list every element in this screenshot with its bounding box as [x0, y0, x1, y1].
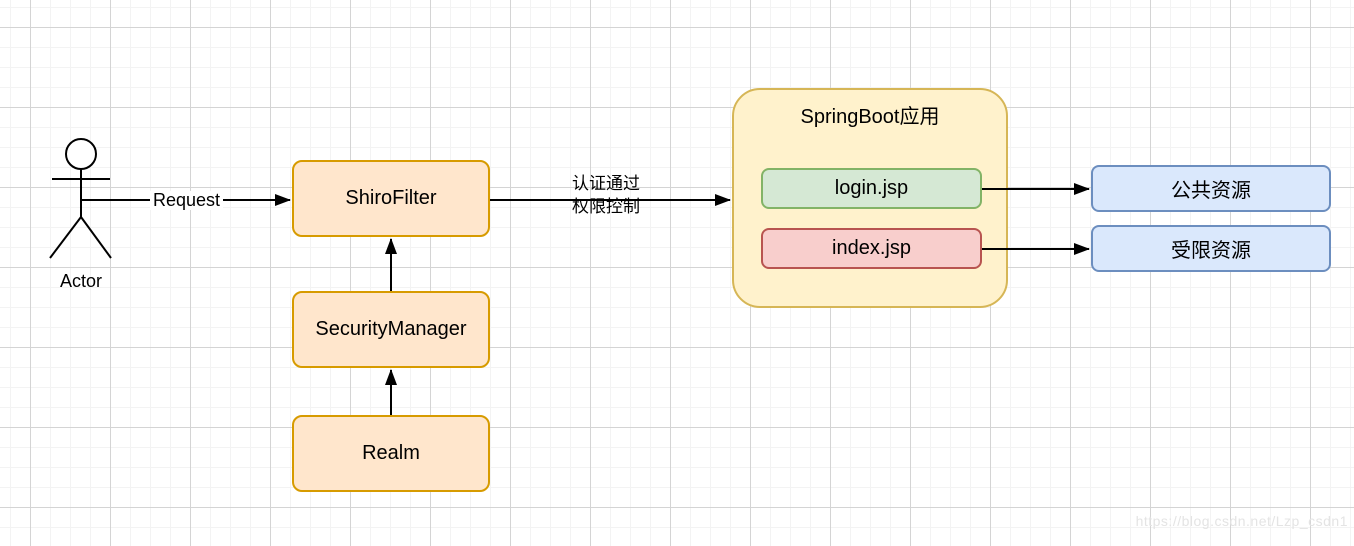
actor-leg-right — [80, 216, 112, 259]
node-securitymanager: SecurityManager — [292, 291, 490, 368]
node-public-resource-label: 公共资源 — [1171, 180, 1251, 202]
node-index-jsp-label: index.jsp — [832, 237, 911, 259]
edge-auth-label: 认证通过 权限控制 — [556, 172, 656, 218]
edge-auth-label-line2: 权限控制 — [572, 197, 640, 216]
springboot-app-title: SpringBoot应用 — [800, 106, 940, 128]
watermark: https://blog.csdn.net/Lzp_csdn1 — [1135, 513, 1348, 529]
actor-label: Actor — [59, 271, 102, 291]
node-restricted-resource: 受限资源 — [1091, 225, 1331, 272]
edge-request-label: Request — [150, 191, 224, 210]
node-shirofilter: ShiroFilter — [292, 160, 490, 237]
node-login-jsp: login.jsp — [761, 168, 982, 209]
node-shirofilter-label: ShiroFilter — [345, 187, 437, 209]
node-securitymanager-label: SecurityManager — [315, 318, 467, 340]
actor-leg-left — [49, 216, 82, 259]
node-realm: Realm — [292, 415, 490, 492]
node-restricted-resource-label: 受限资源 — [1171, 240, 1251, 262]
actor-head — [65, 138, 97, 170]
node-login-jsp-label: login.jsp — [834, 177, 909, 199]
node-index-jsp: index.jsp — [761, 228, 982, 269]
node-public-resource: 公共资源 — [1091, 165, 1331, 212]
node-realm-label: Realm — [362, 442, 420, 464]
edge-auth-label-line1: 认证通过 — [572, 174, 640, 193]
actor-figure — [49, 138, 112, 259]
